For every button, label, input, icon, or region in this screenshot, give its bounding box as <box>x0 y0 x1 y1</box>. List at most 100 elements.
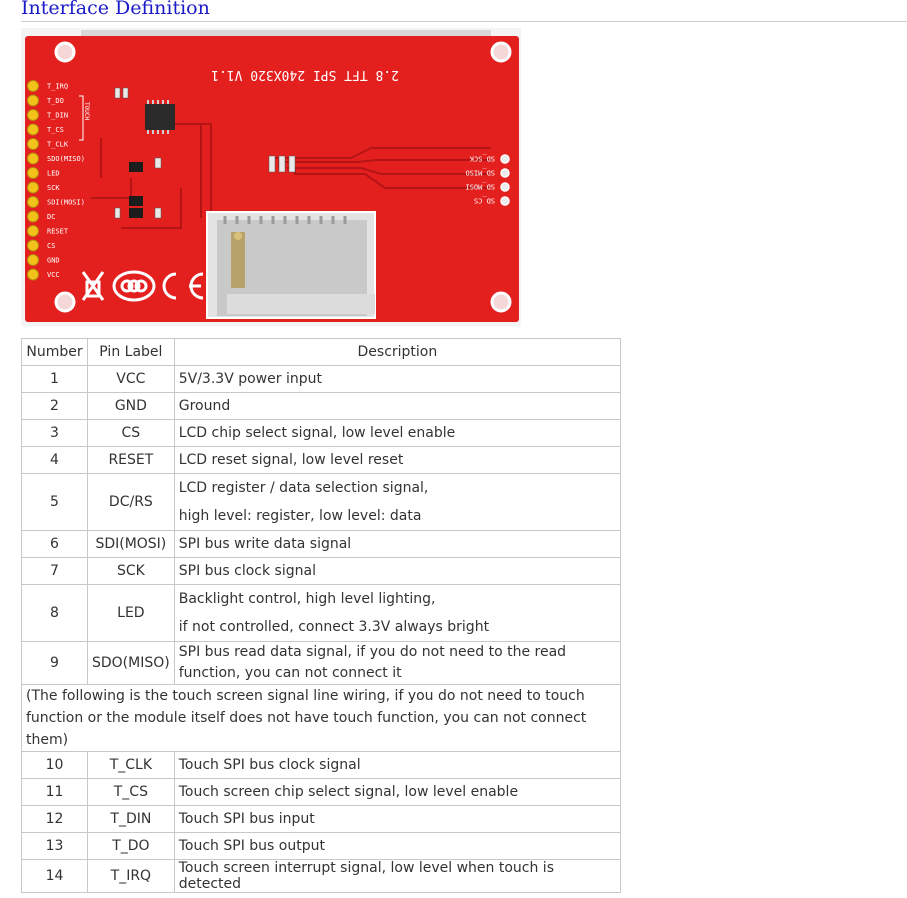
board-title: 2.8 TFT SPI 240X320 V1.1 <box>211 67 399 82</box>
header-pin-label: T_CLK <box>47 141 69 149</box>
table-row: 1 VCC 5V/3.3V power input <box>21 365 622 393</box>
pin-description: LCD chip select signal, low level enable <box>173 419 622 447</box>
pin-description: Touch screen interrupt signal, low level… <box>173 859 622 893</box>
pin-number: 2 <box>21 392 88 420</box>
pin-description: Backlight control, high level lighting, … <box>173 584 622 642</box>
mounting-hole <box>54 41 76 63</box>
sd-pin-label: SD_MISO <box>465 169 495 177</box>
description-line: Backlight control, high level lighting, <box>178 591 436 607</box>
header-pin-label: GND <box>47 257 60 265</box>
header-pin <box>27 123 39 136</box>
pin-description: Touch SPI bus input <box>173 805 622 833</box>
pin-label: T_DO <box>87 832 175 860</box>
header-pin <box>27 268 39 281</box>
u2-chip <box>145 104 175 130</box>
header-pin <box>27 181 39 194</box>
sd-pin <box>500 196 510 206</box>
note-line: (The following is the touch screen signa… <box>26 688 585 704</box>
description-line: if not controlled, connect 3.3V always b… <box>178 619 490 635</box>
pin-definition-table: Number Pin Label Description 1 VCC 5V/3.… <box>21 338 622 893</box>
mounting-hole <box>490 41 512 63</box>
pin-number: 4 <box>21 446 88 474</box>
header-pin <box>27 225 39 237</box>
header-pin-label: SDI(MOSI) <box>47 199 85 207</box>
description-line: function, you can not connect it <box>178 665 402 681</box>
pin-label: CS <box>87 419 175 447</box>
header-pin-label: T_DIN <box>47 112 68 120</box>
header-pin-label: CS <box>47 242 55 250</box>
table-row: 11 T_CS Touch screen chip select signal,… <box>21 778 622 806</box>
pin-number: 13 <box>21 832 88 860</box>
pin-label: T_CS <box>87 778 175 806</box>
header-pin <box>27 239 39 252</box>
table-row: 14 T_IRQ Touch screen interrupt signal, … <box>21 859 622 893</box>
pin-description: SPI bus read data signal, if you do not … <box>173 641 622 685</box>
pin-number: 7 <box>21 557 88 585</box>
sd-pin <box>500 182 510 192</box>
pin-description: 5V/3.3V power input <box>173 365 622 393</box>
pin-label: T_CLK <box>87 751 175 779</box>
pin-description: SPI bus clock signal <box>173 557 622 585</box>
section-heading: Interface Definition <box>21 0 210 19</box>
header-pin <box>27 210 39 223</box>
pin-label: VCC <box>87 365 175 393</box>
table-row: 10 T_CLK Touch SPI bus clock signal <box>21 751 622 779</box>
header-pin <box>27 94 39 107</box>
sd-pin <box>500 154 510 164</box>
pin-description: LCD reset signal, low level reset <box>173 446 622 474</box>
description-line: LCD register / data selection signal, <box>178 480 429 496</box>
pin-number: 9 <box>21 641 88 685</box>
header-pin-label: SDO(MISO) <box>47 155 85 163</box>
table-row: 7 SCK SPI bus clock signal <box>21 557 622 585</box>
pin-label: RESET <box>87 446 175 474</box>
pin-label: SCK <box>87 557 175 585</box>
header-pin <box>27 196 39 208</box>
header-pin-label: VCC <box>47 271 60 279</box>
header-description: Description <box>173 338 622 366</box>
pin-number: 12 <box>21 805 88 833</box>
pin-description: Ground <box>173 392 622 420</box>
pin-label: SDI(MOSI) <box>87 530 175 558</box>
pin-number: 8 <box>21 584 88 642</box>
pin-number: 5 <box>21 473 88 531</box>
header-pin-label: Pin Label <box>87 338 175 366</box>
table-row: 5 DC/RS LCD register / data selection si… <box>21 473 622 531</box>
touch-note-row: (The following is the touch screen signa… <box>21 684 621 752</box>
pin-label: SDO(MISO) <box>87 641 175 685</box>
sd-pin-label: SD_CS <box>474 197 495 205</box>
pin-label: T_DIN <box>87 805 175 833</box>
pin-number: 14 <box>21 859 88 893</box>
table-row: 2 GND Ground <box>21 392 622 420</box>
compliance-marks <box>81 270 204 302</box>
pin-number: 10 <box>21 751 88 779</box>
header-pin-label: LED <box>47 170 60 178</box>
pin-label: LED <box>87 584 175 642</box>
table-row: 6 SDI(MOSI) SPI bus write data signal <box>21 530 622 558</box>
header-pin-label: SCK <box>47 184 60 192</box>
pin-number: 3 <box>21 419 88 447</box>
pin-number: 1 <box>21 365 88 393</box>
pin-label: DC/RS <box>87 473 175 531</box>
table-row: 8 LED Backlight control, high level ligh… <box>21 584 622 642</box>
description-line: SPI bus read data signal, if you do not … <box>178 644 567 660</box>
pin-number: 11 <box>21 778 88 806</box>
pin-description: SPI bus write data signal <box>173 530 622 558</box>
sd-pin <box>500 168 510 178</box>
header-pin-label: T_DO <box>47 97 64 105</box>
pin-number: 6 <box>21 530 88 558</box>
pin-label: GND <box>87 392 175 420</box>
pin-description: LCD register / data selection signal, hi… <box>173 473 622 531</box>
tft-module-photo: T_IRQ T_DO T_DIN T_CS T_CLK SDO(MISO) LED SCK SD… <box>21 28 521 326</box>
heading-divider <box>21 21 907 22</box>
header-pin-label: T_IRQ <box>47 83 68 91</box>
header-pin-label: T_CS <box>47 126 64 134</box>
table-row: 4 RESET LCD reset signal, low level rese… <box>21 446 622 474</box>
touch-label: TOUCH <box>83 102 90 120</box>
touch-wiring-note: (The following is the touch screen signa… <box>21 684 621 752</box>
header-number: Number <box>21 338 88 366</box>
pin-label: T_IRQ <box>87 859 175 893</box>
header-pin <box>27 167 39 179</box>
header-pin <box>27 138 39 150</box>
header-pin <box>27 80 39 92</box>
description-line: high level: register, low level: data <box>178 508 422 524</box>
